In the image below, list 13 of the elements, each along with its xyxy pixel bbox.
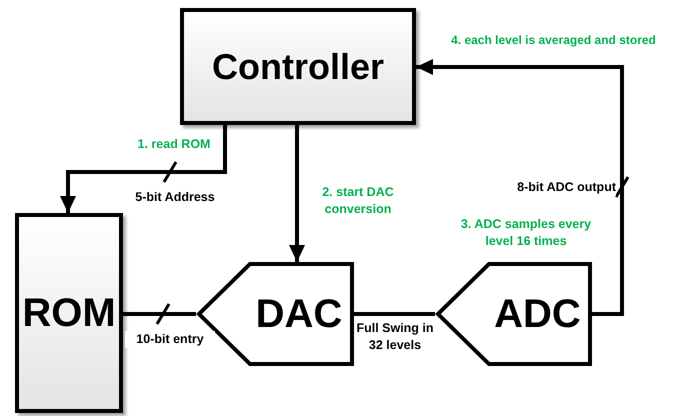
memory-box (15, 213, 123, 413)
block-label: ADC (494, 292, 581, 336)
step-note: 2. start DAC conversion (321, 184, 395, 218)
connector-arrow (60, 125, 227, 213)
connector-arrow (416, 59, 624, 316)
step-note: 3. ADC samples every level 16 times (460, 216, 592, 250)
block-label: ROM (22, 290, 116, 336)
controller-box (180, 8, 416, 125)
block-label: Controller (212, 46, 384, 88)
block-label: DAC (256, 292, 342, 336)
step-note: 4. each level is averaged and stored (450, 32, 657, 49)
connector-arrow (289, 125, 305, 262)
step-note: 1. read ROM (136, 136, 212, 153)
